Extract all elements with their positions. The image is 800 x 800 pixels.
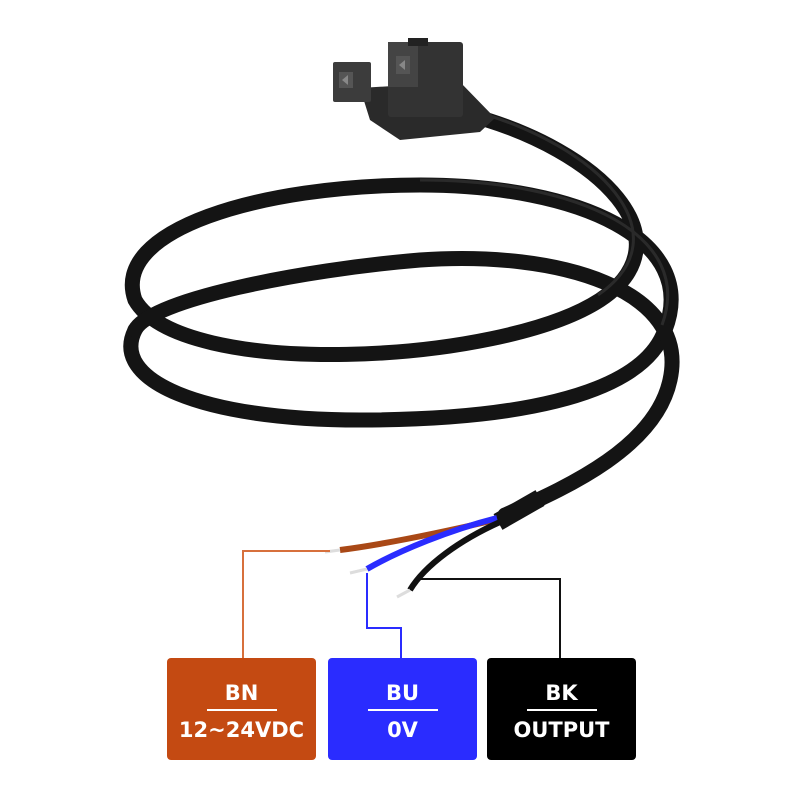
black-leader-line bbox=[420, 578, 561, 658]
wire-code: BN bbox=[224, 681, 259, 705]
divider bbox=[206, 709, 277, 711]
wire-label-bn: BN 12~24VDC bbox=[167, 658, 316, 760]
wire-description: OUTPUT bbox=[513, 718, 610, 742]
blue-wire bbox=[365, 515, 498, 572]
wire-code: BK bbox=[545, 681, 578, 705]
cable-end bbox=[493, 490, 545, 530]
cable-coil bbox=[123, 107, 680, 523]
sensor-body bbox=[333, 38, 495, 140]
wire-label-bk: BK OUTPUT bbox=[487, 658, 636, 760]
brown-leader-line bbox=[242, 550, 330, 658]
divider bbox=[367, 709, 438, 711]
sensor-arrow-icon-right bbox=[396, 56, 410, 74]
wire-description: 0V bbox=[387, 718, 418, 742]
black-wire bbox=[407, 519, 502, 592]
wire-label-bu: BU 0V bbox=[328, 658, 477, 760]
wire-description: 12~24VDC bbox=[178, 718, 305, 742]
divider bbox=[526, 709, 597, 711]
blue-leader-line bbox=[366, 573, 402, 658]
sensor-arrow-icon-left bbox=[339, 72, 353, 88]
wire-code: BU bbox=[385, 681, 420, 705]
